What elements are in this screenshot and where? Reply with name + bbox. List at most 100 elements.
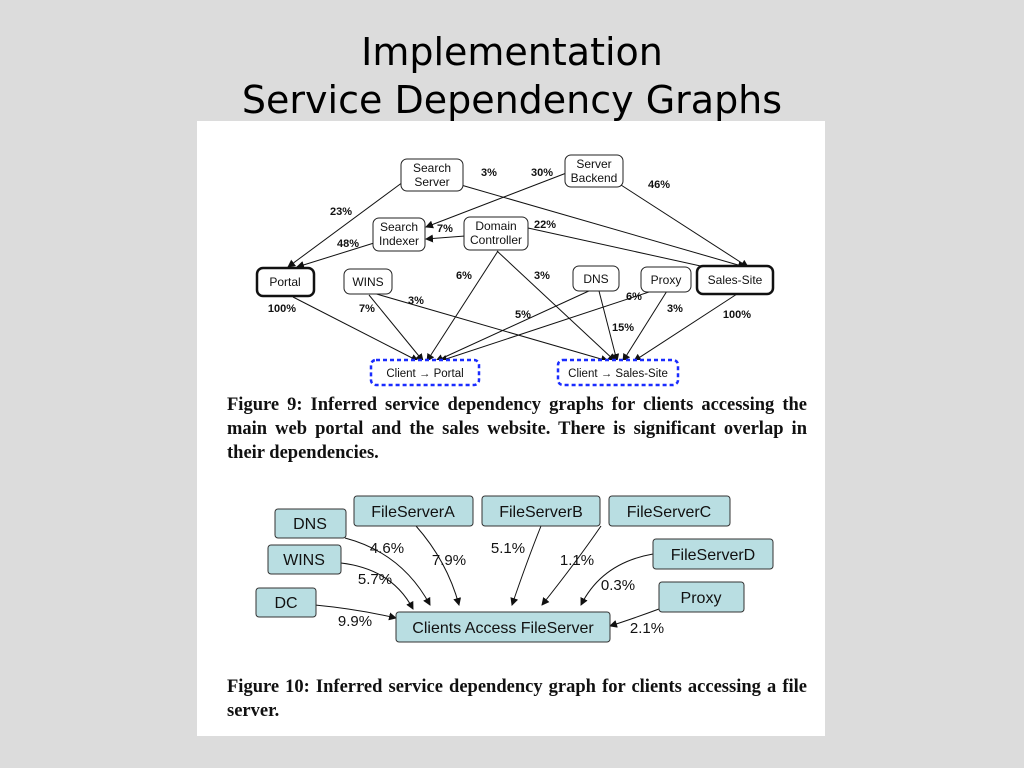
edge-search-server-to-portal <box>287 181 404 268</box>
fs-label-dc: 9.9% <box>338 613 372 630</box>
fs-node-wins-label: WINS <box>283 552 325 569</box>
fs-label-fileserver-a: 7.9% <box>432 552 466 569</box>
fs-node-fileserver-a: FileServerA <box>353 495 474 527</box>
node-search-indexer: Search Indexer <box>372 217 426 252</box>
edge-backend-to-indexer <box>425 171 570 229</box>
fs-node-fileserver-d: FileServerD <box>652 538 774 570</box>
fs-node-proxy: Proxy <box>658 581 745 613</box>
fs-node-clients: Clients Access FileServer <box>395 611 611 643</box>
fs-node-fileserver-a-label: FileServerA <box>371 504 455 521</box>
edge-fs-a <box>415 525 462 606</box>
edge-wins-to-client-portal <box>368 294 424 362</box>
fs-label-fileserver-c: 1.1% <box>560 552 594 569</box>
label-wins-to-client-portal: 7% <box>359 303 375 315</box>
fs-node-clients-label: Clients Access FileServer <box>412 620 594 637</box>
fs-node-dns: DNS <box>274 508 347 539</box>
edge-fs-wins <box>340 562 414 610</box>
node-dns-label: DNS <box>583 272 608 286</box>
node-server-backend: Server Backend <box>564 154 624 188</box>
fs-label-wins: 5.7% <box>358 571 392 588</box>
fs-node-wins: WINS <box>267 544 342 575</box>
node-proxy-label: Proxy <box>651 273 682 287</box>
dependency-graphs-svg: Search Server Server Backend Search Inde… <box>255 154 775 643</box>
label-backend-to-sales: 46% <box>648 179 670 191</box>
label-dc-to-indexer: 7% <box>437 223 453 235</box>
label-portal-to-client: 100% <box>268 303 296 315</box>
fs-node-fileserver-c-label: FileServerC <box>627 504 711 521</box>
node-portal: Portal <box>255 266 316 298</box>
edge-fs-b <box>510 525 542 606</box>
label-backend-to-indexer: 30% <box>531 167 553 179</box>
node-search-server-line1: Search <box>413 161 451 175</box>
edge-proxy-to-client-sales <box>622 290 668 362</box>
label-wins-to-client-sales: 3% <box>408 295 424 307</box>
fs-label-fileserver-b: 5.1% <box>491 540 525 557</box>
fs-label-proxy: 2.1% <box>630 620 664 637</box>
edge-fs-c <box>541 525 602 606</box>
fs-node-fileserver-c: FileServerC <box>608 495 731 527</box>
label-dns-to-client-sales: 15% <box>612 322 634 334</box>
label-dc-to-client-portal: 6% <box>456 270 472 282</box>
node-sales-site: Sales-Site <box>695 264 775 296</box>
node-search-server: Search Server <box>400 158 464 192</box>
node-search-server-line2: Server <box>414 175 449 189</box>
edge-fs-dns <box>344 537 431 606</box>
node-wins-label: WINS <box>352 275 383 289</box>
edge-wins-to-client-sales <box>372 292 609 363</box>
figure-panel: Search Server Server Backend Search Inde… <box>197 121 825 736</box>
node-search-indexer-line1: Search <box>380 220 418 234</box>
node-sales-site-label: Sales-Site <box>708 273 763 287</box>
edge-portal-to-client-portal <box>292 296 419 362</box>
fs-node-dns-label: DNS <box>293 516 327 533</box>
slide-title-line1: Implementation <box>361 30 663 74</box>
node-server-backend-line1: Server <box>576 157 611 171</box>
label-search-server-to-sales: 3% <box>481 167 497 179</box>
edge-indexer-to-portal <box>296 242 375 269</box>
edge-search-server-to-sales <box>460 184 746 269</box>
edge-dns-to-client-portal <box>435 289 592 362</box>
fs-node-proxy-label: Proxy <box>681 590 722 607</box>
edge-dc-to-indexer <box>425 234 466 243</box>
figure9-caption: Figure 9: Inferred service dependency gr… <box>227 395 807 463</box>
fig10-edges <box>314 525 660 628</box>
edge-proxy-to-client-portal <box>439 290 653 363</box>
slide-title: Implementation Service Dependency Graphs <box>0 28 1024 124</box>
slide-title-line2: Service Dependency Graphs <box>241 78 783 122</box>
label-dc-to-sales: 22% <box>534 219 556 231</box>
label-proxy-to-client-portal: 6% <box>626 291 642 303</box>
fig9-edges <box>287 171 749 363</box>
fs-node-fileserver-b: FileServerB <box>481 495 601 527</box>
label-dc-to-client-sales: 3% <box>534 270 550 282</box>
node-client-sales: Client → Sales-Site <box>556 358 680 387</box>
label-indexer-to-portal: 48% <box>337 238 359 250</box>
node-portal-label: Portal <box>269 275 300 289</box>
node-server-backend-line2: Backend <box>571 171 618 185</box>
fs-label-fileserver-d: 0.3% <box>601 577 635 594</box>
node-wins: WINS <box>343 268 393 295</box>
edge-fs-d <box>580 553 654 606</box>
figure10-caption: Figure 10: Inferred service dependency g… <box>227 677 807 721</box>
fs-node-fileserver-d-label: FileServerD <box>671 547 755 564</box>
fs-node-dc-label: DC <box>274 595 297 612</box>
label-dns-to-client-portal: 5% <box>515 309 531 321</box>
label-search-server-to-portal: 23% <box>330 206 352 218</box>
fs-label-dns: 4.6% <box>370 540 404 557</box>
node-domain-controller-line2: Controller <box>470 233 522 247</box>
edge-dns-to-client-sales <box>598 290 620 362</box>
node-client-portal-label: Client → Portal <box>386 368 463 380</box>
node-client-sales-label: Client → Sales-Site <box>568 368 668 380</box>
edge-dc-to-client-portal <box>426 250 499 362</box>
edge-backend-to-sales <box>620 184 749 268</box>
edge-fs-proxy <box>609 608 660 628</box>
node-proxy: Proxy <box>640 266 692 293</box>
fs-node-fileserver-b-label: FileServerB <box>499 504 583 521</box>
label-sales-to-client: 100% <box>723 309 751 321</box>
edge-sales-to-client-sales <box>633 293 738 362</box>
node-domain-controller-line1: Domain <box>475 219 516 233</box>
node-search-indexer-line2: Indexer <box>379 234 419 248</box>
node-domain-controller: Domain Controller <box>463 216 529 251</box>
label-proxy-to-client-sales: 3% <box>667 303 683 315</box>
fs-node-dc: DC <box>255 587 317 618</box>
node-dns: DNS <box>572 265 620 292</box>
node-client-portal: Client → Portal <box>369 358 481 387</box>
